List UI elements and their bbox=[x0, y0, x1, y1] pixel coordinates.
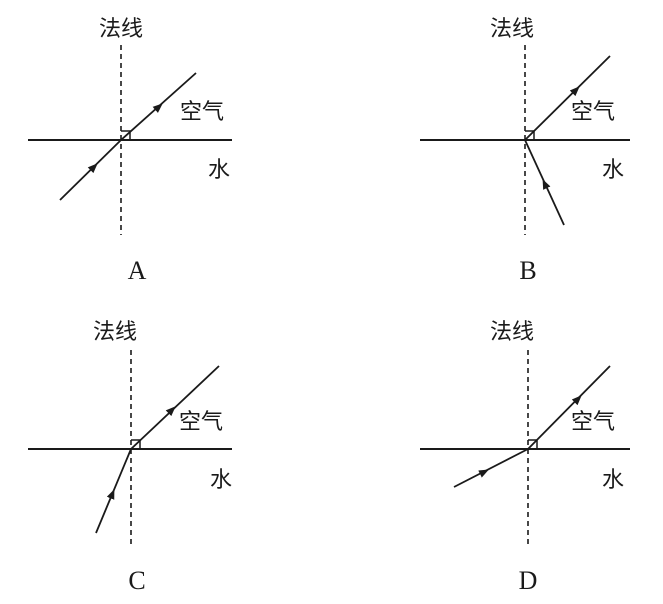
air-label: 空气 bbox=[571, 100, 615, 125]
incident-ray bbox=[453, 448, 529, 488]
normal-label: 法线 bbox=[490, 17, 534, 42]
refracted-ray bbox=[527, 365, 611, 450]
incident-ray bbox=[59, 139, 122, 201]
panel-c: 法线 空气 水 C bbox=[28, 320, 232, 595]
normal-label: 法线 bbox=[490, 320, 534, 345]
water-label: 水 bbox=[210, 468, 232, 493]
panel-letter: A bbox=[128, 256, 147, 285]
panel-a: 法线 空气 水 A bbox=[28, 17, 232, 285]
air-label: 空气 bbox=[571, 410, 615, 435]
panel-letter: D bbox=[519, 566, 538, 595]
panel-letter: C bbox=[128, 566, 145, 595]
refracted-ray bbox=[524, 55, 611, 141]
normal-label: 法线 bbox=[99, 17, 143, 42]
panel-d: 法线 空气 水 D bbox=[420, 320, 630, 595]
refracted-ray bbox=[130, 365, 220, 450]
normal-label: 法线 bbox=[93, 320, 137, 345]
water-label: 水 bbox=[602, 468, 624, 493]
incident-ray bbox=[524, 139, 565, 226]
panel-b: 法线 空气 水 B bbox=[420, 17, 630, 285]
water-label: 水 bbox=[208, 158, 230, 183]
incident-ray bbox=[95, 448, 132, 534]
air-label: 空气 bbox=[180, 100, 224, 125]
panel-letter: B bbox=[519, 256, 536, 285]
air-label: 空气 bbox=[179, 410, 223, 435]
water-label: 水 bbox=[602, 158, 624, 183]
